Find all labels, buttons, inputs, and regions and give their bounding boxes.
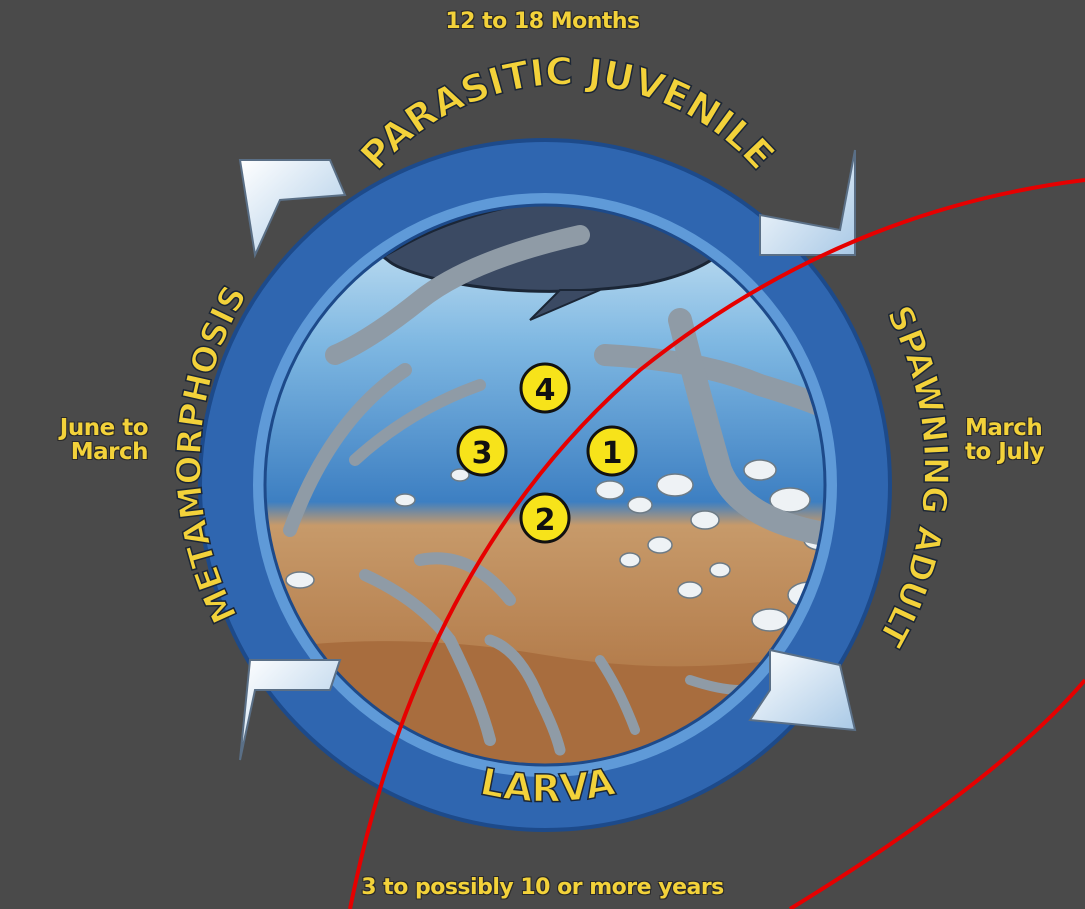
stage-badge-4: 4	[521, 364, 569, 412]
stage-badge-4-number: 4	[535, 373, 556, 408]
stage-badge-1: 1	[588, 427, 636, 475]
arrow-icon	[760, 150, 855, 255]
stage-badge-3-number: 3	[472, 436, 493, 471]
stage-badge-1-number: 1	[602, 436, 623, 471]
stage-badge-2-number: 2	[535, 503, 556, 538]
stage-label-larva: LARVA	[477, 759, 619, 810]
larva-duration: 3 to possibly 10 or more years	[0, 876, 1085, 899]
stage-badge-2: 2	[521, 494, 569, 542]
stage-badge-3: 3	[458, 427, 506, 475]
